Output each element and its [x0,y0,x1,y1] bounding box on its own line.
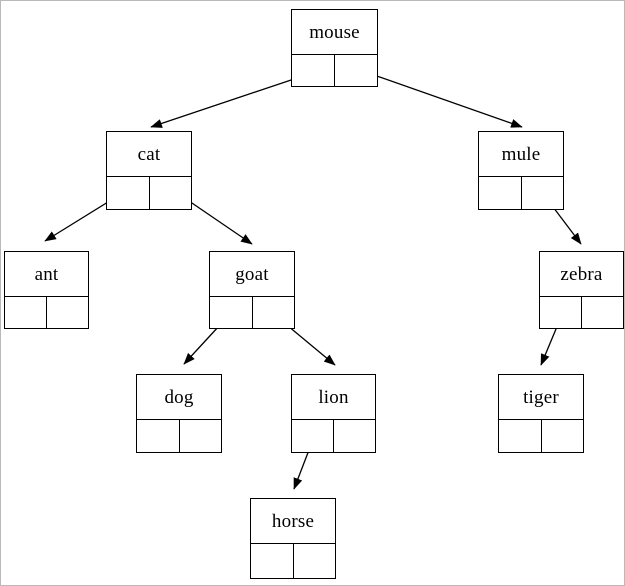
node-pointers-cat [107,177,191,209]
node-pointers-goat [210,297,294,328]
tree-node-ant[interactable]: ant [4,251,89,329]
node-pointers-zebra [540,297,623,328]
right-pointer-cell-mule[interactable] [522,177,564,209]
node-label-ant: ant [5,252,88,297]
left-pointer-cell-zebra[interactable] [540,297,582,328]
edge-mouse-to-cat [150,72,313,128]
right-pointer-cell-tiger[interactable] [542,420,584,452]
left-pointer-cell-goat[interactable] [210,297,253,328]
edge-mouse-to-mule [353,67,523,128]
node-label-zebra: zebra [540,252,623,297]
tree-node-dog[interactable]: dog [136,374,222,453]
tree-node-cat[interactable]: cat [106,131,192,210]
node-pointers-ant [5,297,88,328]
right-pointer-cell-lion[interactable] [334,420,375,452]
node-pointers-mouse [292,55,377,86]
node-label-horse: horse [251,499,335,544]
right-pointer-cell-zebra[interactable] [582,297,623,328]
left-pointer-cell-tiger[interactable] [499,420,542,452]
node-label-goat: goat [210,252,294,297]
left-pointer-cell-horse[interactable] [251,544,294,578]
left-pointer-cell-mouse[interactable] [292,55,335,86]
node-pointers-mule [479,177,563,209]
left-pointer-cell-mule[interactable] [479,177,522,209]
node-pointers-lion [292,420,375,452]
left-pointer-cell-cat[interactable] [107,177,150,209]
tree-node-mouse[interactable]: mouse [291,9,378,87]
tree-node-mule[interactable]: mule [478,131,564,210]
node-pointers-dog [137,420,221,452]
tree-node-tiger[interactable]: tiger [498,374,584,453]
node-label-mouse: mouse [292,10,377,55]
node-pointers-horse [251,544,335,578]
right-pointer-cell-goat[interactable] [253,297,295,328]
tree-node-zebra[interactable]: zebra [539,251,624,329]
right-pointer-cell-horse[interactable] [294,544,336,578]
node-label-cat: cat [107,132,191,177]
left-pointer-cell-lion[interactable] [292,420,334,452]
node-label-dog: dog [137,375,221,420]
left-pointer-cell-ant[interactable] [5,297,47,328]
node-label-tiger: tiger [499,375,583,420]
tree-node-goat[interactable]: goat [209,251,295,329]
right-pointer-cell-dog[interactable] [180,420,222,452]
node-pointers-tiger [499,420,583,452]
node-label-lion: lion [292,375,375,420]
tree-node-horse[interactable]: horse [250,498,336,579]
right-pointer-cell-mouse[interactable] [335,55,377,86]
left-pointer-cell-dog[interactable] [137,420,180,452]
node-label-mule: mule [479,132,563,177]
tree-node-lion[interactable]: lion [291,374,376,453]
right-pointer-cell-ant[interactable] [47,297,88,328]
right-pointer-cell-cat[interactable] [150,177,192,209]
